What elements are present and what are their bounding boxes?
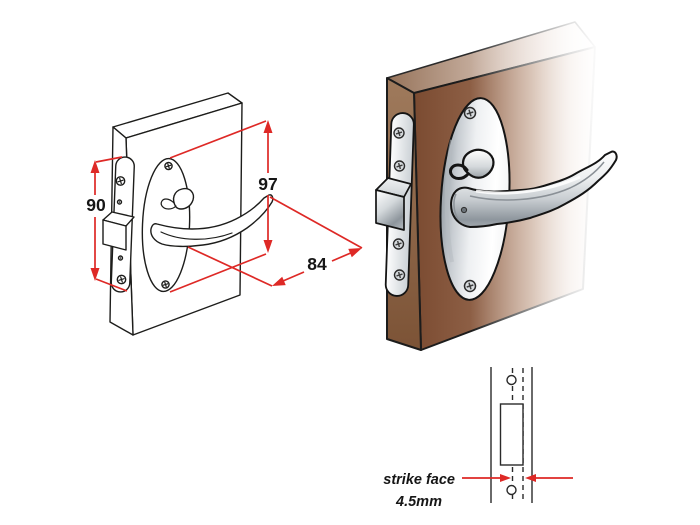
latch-bolt-outline [102,211,135,251]
screw-icon [393,269,406,281]
arrowhead-icon [500,474,511,482]
screw-icon [164,161,173,171]
strike-face-arrows [462,474,573,482]
arrowhead-icon [272,276,286,286]
latch-front [102,219,127,251]
screw-icon [463,279,477,293]
thumbturn-render [449,148,495,180]
lever-boss-shading [453,193,459,220]
hole-dot [119,257,122,259]
dimension-90: 90 [86,156,128,292]
screw-icon [115,176,126,186]
thumbturn-hook [449,163,470,180]
screw-icon [116,274,127,285]
screw-icon [161,280,170,289]
screw-icon [463,106,477,120]
thumbturn-hook [160,198,177,210]
lever-crease [160,231,233,240]
backplate-shading [444,139,454,263]
strike-face-caption: strike face [383,472,455,488]
lever-highlight [475,175,581,195]
arrowhead-icon [90,160,100,173]
dimension-84-label: 84 [307,254,327,274]
screw-icon [392,238,405,250]
arrowhead-icon [263,240,273,253]
screw-icon [393,160,406,172]
dim-90-extension-lines [95,156,128,292]
screw-icon [393,127,405,139]
latch-front [375,189,405,231]
dimension-97-label: 97 [258,174,277,194]
dim-97-extension-lines [169,120,267,293]
dimension-84: 84 [187,196,363,287]
strike-screw-hole-icon [506,484,517,496]
lever-render [450,150,618,228]
thumbturn-knob [172,187,195,210]
lever-outline [150,194,274,248]
thumbturn-outline [160,187,195,210]
arrowhead-icon [90,268,100,281]
dimension-90-label: 90 [86,195,106,215]
lever-crease [469,161,605,201]
strike-thickness-caption: 4.5mm [395,494,442,510]
dim-84-extension-lines [187,196,363,287]
thumbturn-knob [461,148,495,179]
arrowhead-icon [348,248,362,258]
hole-dot [118,201,121,203]
arrowhead-icon [263,120,273,133]
rendered-door-view [375,0,700,400]
outline-drawing-view: 90 97 84 [86,92,363,336]
strike-screw-hole-icon [506,374,517,386]
latch-bolt-render [375,177,412,231]
strike-plate-detail: strike face 4.5mm [383,367,573,510]
strike-latch-cutout [499,403,524,466]
lever-body [150,194,274,248]
lever-boss-screw-icon [460,206,468,214]
arrowhead-icon [525,474,536,482]
dimension-97: 97 [169,120,278,293]
